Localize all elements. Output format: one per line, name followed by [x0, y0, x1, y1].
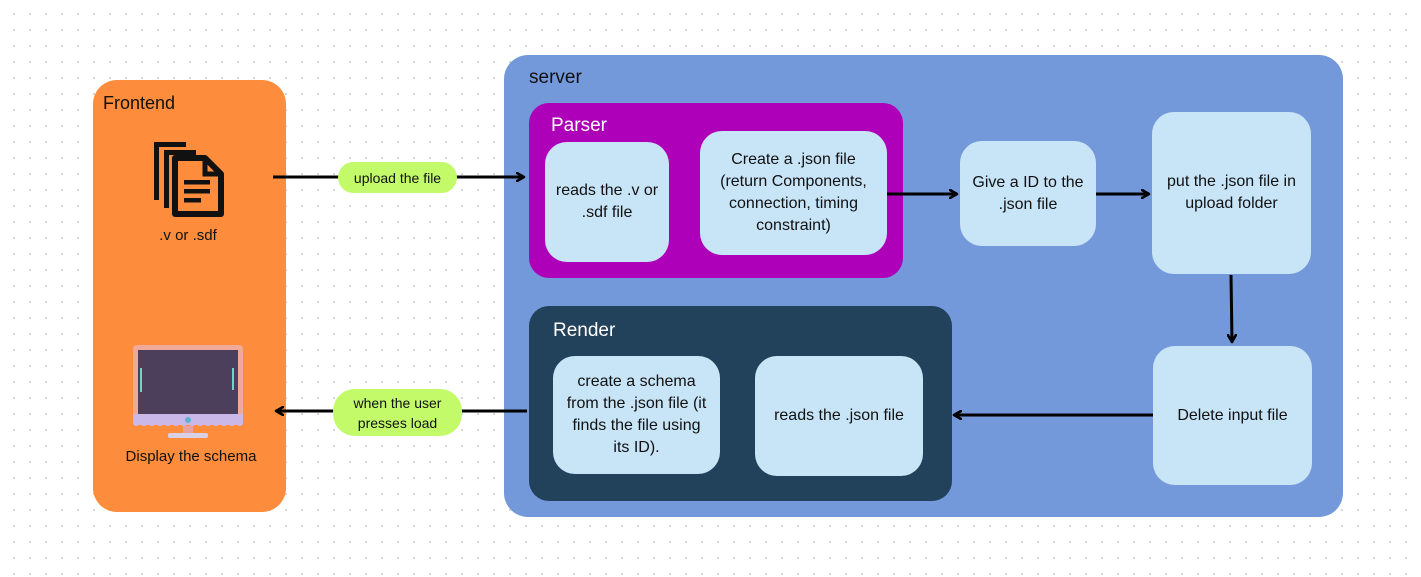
document-icon	[154, 142, 224, 217]
give-id-step: Give a ID to the .json file	[960, 141, 1096, 246]
render-title: Render	[553, 320, 616, 341]
reads-source-step: reads the .v or .sdf file	[545, 142, 669, 262]
parser-title: Parser	[551, 115, 607, 136]
create-json-step: Create a .json file (return Components, …	[700, 131, 887, 255]
server-title: server	[529, 67, 582, 88]
frontend-title: Frontend	[103, 93, 176, 113]
load-label: when the user presses load	[333, 389, 462, 436]
create-schema-step: create a schema from the .json file (it …	[553, 356, 720, 474]
upload-label: upload the file	[338, 162, 457, 193]
file-caption: .v or .sdf	[159, 227, 217, 244]
delete-input-step: Delete input file	[1153, 346, 1312, 485]
display-caption: Display the schema	[125, 448, 257, 465]
reads-json-step: reads the .json file	[755, 356, 923, 476]
put-json-step: put the .json file in upload folder	[1152, 112, 1311, 274]
monitor-icon	[133, 345, 243, 438]
